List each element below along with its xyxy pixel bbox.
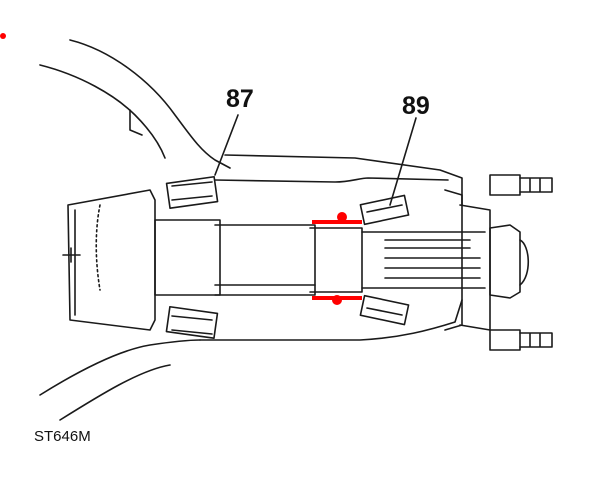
outer-bearing-upper (359, 194, 410, 226)
upper-arm-outline (69, 39, 231, 169)
splined-stub (361, 231, 486, 289)
inner-bearing-upper (165, 175, 219, 210)
spacer (154, 219, 221, 296)
leader-87 (214, 114, 239, 176)
highlight-dot-upper (337, 212, 347, 222)
lower-arm-outline (39, 339, 201, 396)
axle-shaft (214, 224, 316, 296)
inner-bearing-lower (165, 305, 219, 340)
figure-reference-code: ST646M (34, 428, 91, 445)
housing-top (224, 154, 463, 206)
leader-89 (389, 117, 417, 206)
highlight-dot-lower (332, 295, 342, 305)
callout-89: 89 (402, 92, 430, 120)
corner-marker (0, 33, 6, 39)
axle-nut (489, 224, 521, 299)
wheel-stud-top (489, 174, 521, 196)
wheel-stud-bottom (489, 329, 521, 351)
callout-87: 87 (226, 85, 254, 113)
outer-bearing-lower (359, 294, 410, 326)
disc-body (67, 189, 156, 331)
